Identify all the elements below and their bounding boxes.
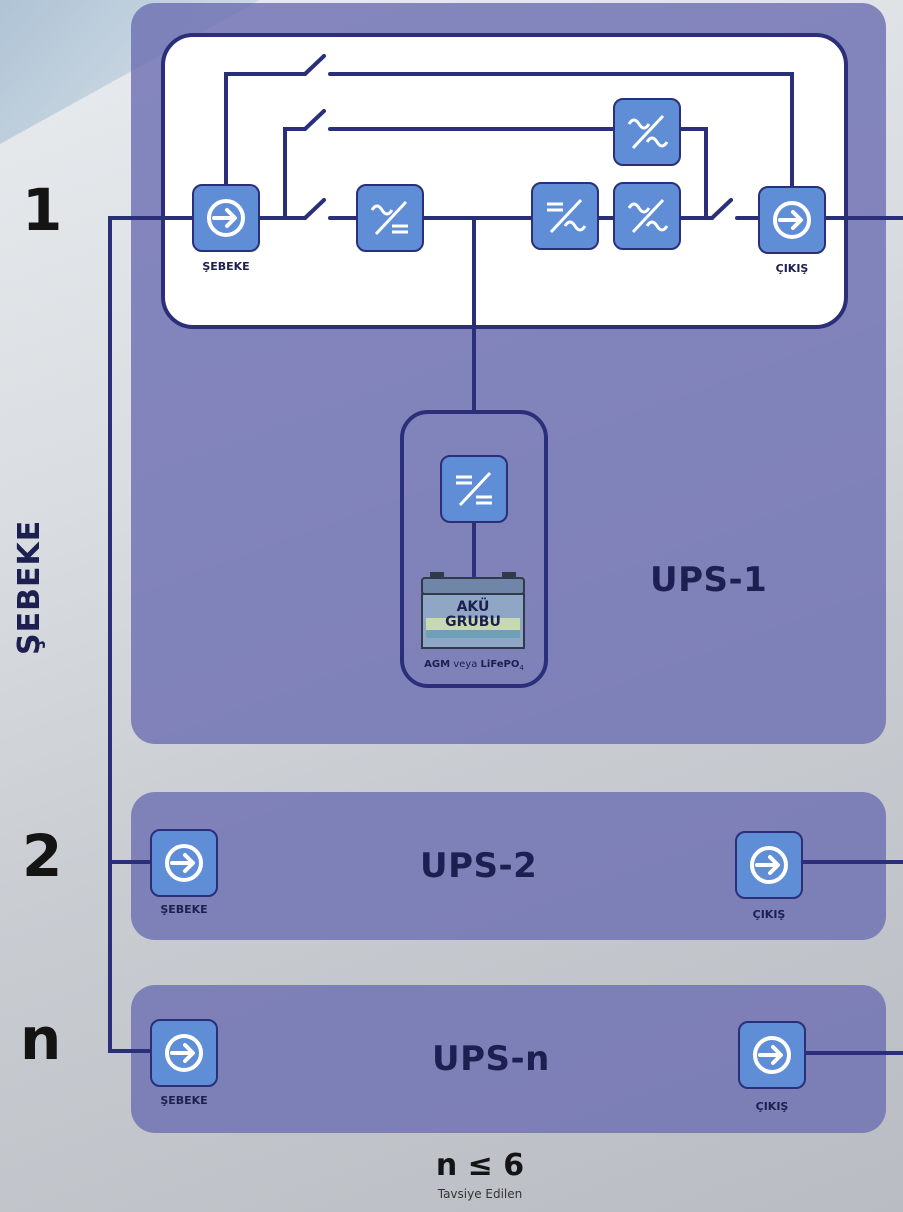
battery-label-line2: GRUBU [445, 614, 501, 630]
ups-2-label: UPS-2 [420, 846, 538, 886]
ups-n-input-caption: ŞEBEKE [160, 1094, 208, 1107]
ups-n-output-block [738, 1021, 806, 1089]
ups-1-label: UPS-1 [650, 560, 768, 600]
arrow-circle-icon [165, 844, 203, 882]
ups-1-power-path-box [161, 33, 848, 329]
ups-1-rectifier-block [356, 184, 424, 252]
battery-icon [421, 572, 525, 649]
ups-2-input-block [150, 829, 218, 897]
ups-1-input-block [192, 184, 260, 252]
battery-label-line1: AKÜ [456, 599, 490, 615]
max-units-limit: n ≤ 6 [435, 1148, 525, 1183]
ups-2-output-block [735, 831, 803, 899]
ups-1-input-caption: ŞEBEKE [202, 260, 250, 273]
ac-ac-converter-icon [627, 114, 669, 150]
ac-dc-rectifier-icon [370, 200, 408, 236]
switch-icon [303, 198, 326, 220]
battery-chemistry: AGM veya LiFePO4 [404, 659, 544, 672]
mains-feed-line [108, 216, 194, 1053]
ups-1-output-caption: ÇIKIŞ [775, 262, 809, 275]
arrow-circle-icon [165, 1034, 203, 1072]
ups-n-input-block [150, 1019, 218, 1087]
arrow-circle-icon [753, 1036, 791, 1074]
ups-n-label: UPS-n [432, 1039, 550, 1079]
ups-1-output-block [758, 186, 826, 254]
arrow-circle-icon [750, 846, 788, 884]
battery-chem-sub: 4 [519, 664, 524, 672]
dc-dc-converter-icon [456, 471, 492, 507]
row-number-n: n [20, 1005, 62, 1073]
recommended-note: Tavsiye Edilen [437, 1187, 523, 1201]
dc-ac-inverter-icon [627, 198, 669, 234]
switch-icon [303, 54, 326, 76]
ups-2-input-caption: ŞEBEKE [160, 903, 208, 916]
row-number-2: 2 [22, 822, 63, 890]
ups-1-inverter-block [613, 182, 681, 250]
battery-chem-lifepo: LiFePO [480, 659, 520, 670]
mains-side-label: ŞEBEKE [12, 519, 47, 655]
battery-chem-join: veya [453, 659, 478, 670]
ups-1-bypass-block [613, 98, 681, 166]
arrow-circle-icon [773, 201, 811, 239]
battery-chem-agm: AGM [424, 659, 451, 670]
switch-icon [303, 109, 326, 131]
battery-converter-block [440, 455, 508, 523]
switch-icon [710, 198, 733, 220]
ups-2-output-caption: ÇIKIŞ [752, 908, 786, 921]
row-number-1: 1 [22, 176, 63, 244]
dc-ac-inverter-icon [547, 198, 587, 234]
arrow-circle-icon [207, 199, 245, 237]
ups-n-output-caption: ÇIKIŞ [755, 1100, 789, 1113]
ups-1-booster-block [531, 182, 599, 250]
